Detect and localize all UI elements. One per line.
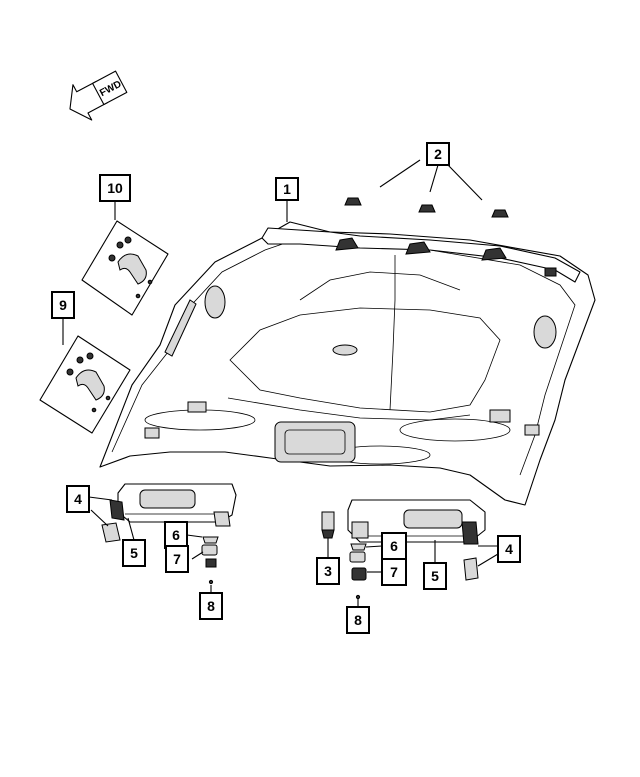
callout-8-right-label: 8 [354, 612, 362, 628]
grab-handle-icon [66, 352, 105, 401]
callout-7-right-label: 7 [390, 564, 398, 580]
clip-icon [344, 197, 509, 218]
callout-1: 1 [275, 177, 299, 201]
screw-icon [147, 279, 153, 285]
clip-icon [349, 543, 367, 600]
callout-4-right-label: 4 [505, 541, 513, 557]
sunvisor-icon [101, 483, 237, 543]
callout-4-right: 4 [497, 535, 521, 563]
callout-3-label: 3 [324, 563, 332, 579]
callout-7-left-label: 7 [173, 551, 181, 567]
grab-handle-icon [108, 236, 147, 285]
headliner-icon [99, 221, 596, 506]
callout-5-left-label: 5 [130, 545, 138, 561]
callout-5-right-label: 5 [431, 568, 439, 584]
callout-6-left-label: 6 [172, 527, 180, 543]
callout-8-right: 8 [346, 606, 370, 634]
callout-9: 9 [51, 291, 75, 319]
callout-7-right: 7 [381, 558, 407, 586]
callout-10: 10 [99, 174, 131, 202]
grab-handle-kit-10 [81, 220, 169, 316]
callout-5-left: 5 [122, 539, 146, 567]
callout-9-label: 9 [59, 297, 67, 313]
callout-4-left: 4 [66, 485, 90, 513]
callout-2: 2 [426, 142, 450, 166]
callout-7-left: 7 [165, 545, 189, 573]
callout-3: 3 [316, 557, 340, 585]
callout-5-right: 5 [423, 562, 447, 590]
clip-icon [201, 536, 219, 585]
callout-1-label: 1 [283, 181, 291, 197]
sunvisor-icon [321, 499, 486, 581]
callout-2-label: 2 [434, 146, 442, 162]
callout-8-left-label: 8 [207, 598, 215, 614]
callout-8-left: 8 [199, 592, 223, 620]
fwd-arrow-icon: FWD [69, 70, 128, 121]
callout-6-right-label: 6 [390, 538, 398, 554]
callout-6-right: 6 [381, 532, 407, 560]
grab-handle-kit-9 [39, 335, 131, 434]
callout-6-left: 6 [164, 521, 188, 549]
leader-lines [62, 159, 499, 607]
callout-4-left-label: 4 [74, 491, 82, 507]
callout-10-label: 10 [107, 180, 123, 196]
